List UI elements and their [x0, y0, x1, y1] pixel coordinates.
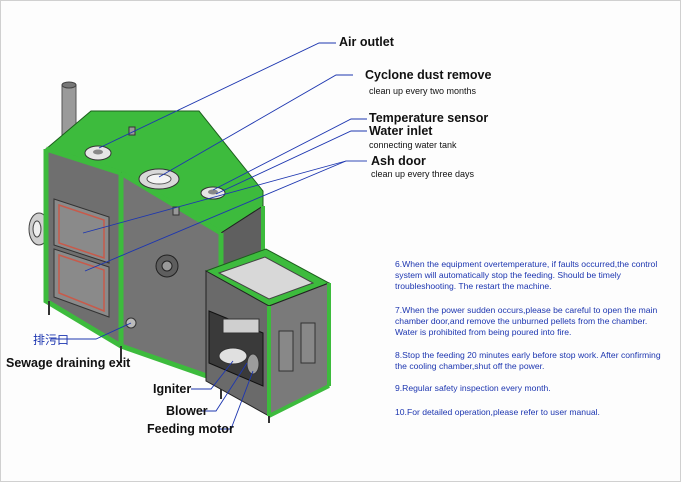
label-chinese-sewage: 排污口: [33, 333, 69, 347]
label-water-inlet-sub: connecting water tank: [369, 140, 457, 150]
label-water-inlet: Water inlet: [369, 124, 433, 138]
leader-lines: [51, 42, 367, 430]
note-7-line-2: chamber door,and remove the unburned pel…: [395, 316, 647, 326]
note-7-line-3: Water is prohibited from being poured in…: [395, 327, 571, 337]
label-cyclone-sub: clean up every two months: [369, 86, 477, 96]
note-10-line-1: 10.For detailed operation,please refer t…: [395, 407, 600, 417]
label-cyclone: Cyclone dust remove: [365, 68, 491, 82]
note-6-line-2: system will automatically stop the feedi…: [395, 270, 622, 280]
note-7-line-1: 7.When the power sudden occurs,please be…: [395, 305, 657, 315]
top-fittings: [84, 126, 226, 216]
label-air-outlet: Air outlet: [339, 35, 395, 49]
label-sewage: Sewage draining exit: [6, 356, 131, 370]
note-8-line-2: the cooling chamber,shut off the power.: [395, 361, 544, 371]
note-9-line-1: 9.Regular safety inspection every month.: [395, 383, 551, 393]
hopper: [204, 248, 331, 423]
label-temp-sensor: Temperature sensor: [369, 111, 488, 125]
notes-block: 6.When the equipment overtemperature, if…: [395, 259, 661, 417]
label-igniter: Igniter: [153, 382, 191, 396]
note-6-line-1: 6.When the equipment overtemperature, if…: [395, 259, 657, 269]
label-ash-door: Ash door: [371, 154, 426, 168]
label-ash-door-sub: clean up every three days: [371, 169, 475, 179]
label-feeding-motor: Feeding motor: [147, 422, 234, 436]
boiler-body: [43, 110, 265, 399]
note-8-line-1: 8.Stop the feeding 20 minutes early befo…: [395, 350, 661, 360]
label-blower: Blower: [166, 404, 208, 418]
note-6-line-3: troubleshooting. The restart the machine…: [395, 281, 552, 291]
